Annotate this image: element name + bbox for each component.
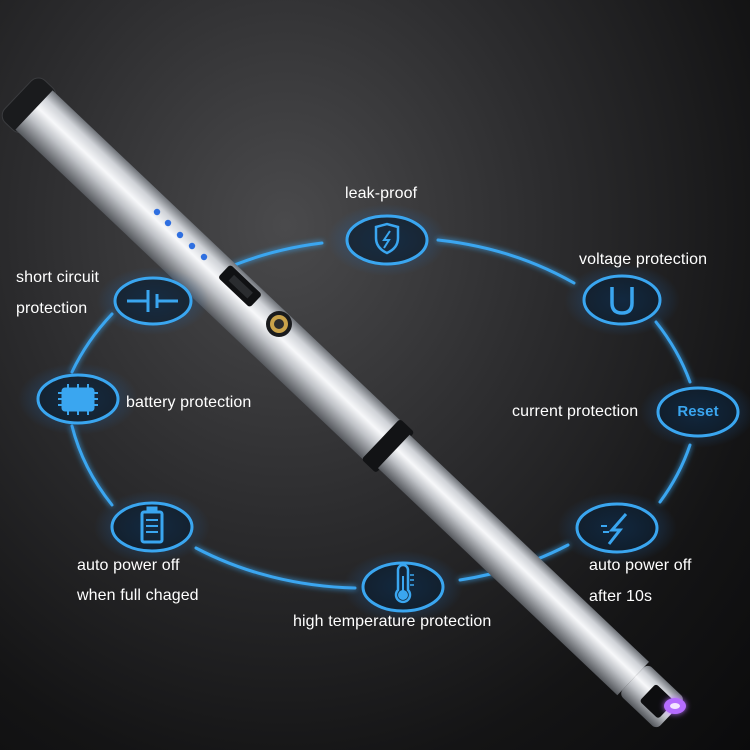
short-circuit-label-line1: short circuit xyxy=(16,269,100,286)
arc-tip-icon xyxy=(664,698,686,714)
voltage-protection-label: voltage protection xyxy=(579,251,708,268)
leak-proof-label: leak-proof xyxy=(345,185,418,202)
power-button-icon xyxy=(266,311,292,337)
lighter-display xyxy=(219,265,261,307)
reset-badge-icon xyxy=(656,386,740,438)
auto-off-full-label-line1: auto power off xyxy=(77,557,180,574)
auto-off-10s-label-line1: auto power off xyxy=(589,557,692,574)
reset-badge-label: Reset xyxy=(677,403,719,420)
battery-protection-label: battery protection xyxy=(126,394,252,411)
u-shape-icon xyxy=(582,274,662,326)
short-circuit-label-line2: protection xyxy=(16,300,88,317)
auto-off-full-label-line2: when full chaged xyxy=(77,587,199,604)
current-protection-label: current protection xyxy=(512,403,639,420)
shield-lightning-icon xyxy=(345,214,429,266)
lighter xyxy=(1,77,686,728)
lightning-icon xyxy=(575,502,659,554)
chip-icon xyxy=(36,373,120,425)
high-temperature-label: high temperature protection xyxy=(293,613,492,630)
battery-charge-icon xyxy=(110,501,194,553)
capacitor-icon xyxy=(113,276,193,326)
battery-indicator-leds xyxy=(153,208,208,261)
thermometer-icon xyxy=(361,561,445,613)
auto-off-10s-label-line2: after 10s xyxy=(589,588,653,605)
